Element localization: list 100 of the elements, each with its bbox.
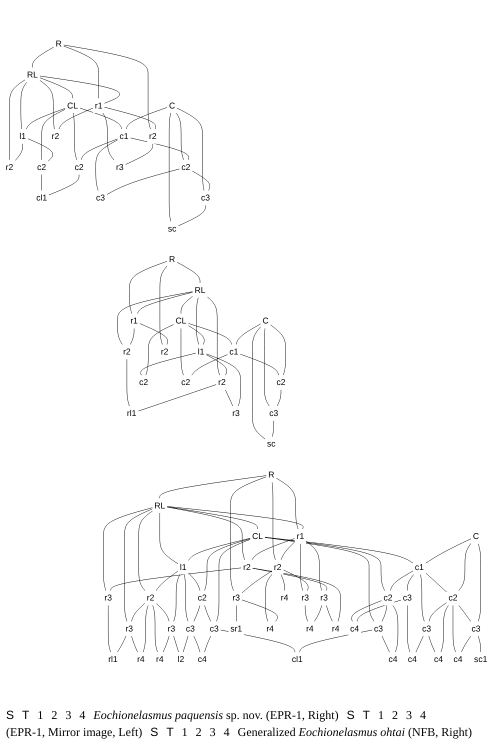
connector (130, 328, 134, 345)
node-text: c4 (453, 654, 462, 664)
node-text: R (169, 254, 176, 264)
connector (180, 296, 193, 314)
node-text: c3 (374, 624, 384, 634)
node-text: rl1 (126, 408, 136, 418)
connector (192, 170, 210, 192)
connector (230, 476, 267, 592)
connector (382, 605, 388, 622)
node-text: r4 (266, 624, 274, 634)
branching-diagram: R RL CL r1 C l1 r2 c1 r2 r2 c2 c2 r3 c2 cl1 c3 c3 sc R RL r1 CL C r2 r2 l1 c1 c2 c2 r2 c2 rl1 r3 c3 sc R RL CL r1 C l1 r2 r2 c1 r3 r2 c2 r3 r4 r3 r3 c2 c3 c2 r3 r3 c3 c3 sr1 r4 r4 r4 c4 c3 c3 c3 rl1 r4 r4 l2 c4 cl1 c4 c4 c4 c4 sc1 (0, 33, 493, 671)
connector (240, 354, 279, 376)
connector (32, 46, 54, 68)
connector (382, 636, 390, 653)
level-number: 3 (210, 725, 216, 740)
node-text: C (169, 100, 176, 110)
node-text: cl1 (36, 193, 48, 203)
connector (138, 384, 216, 412)
node-text: c3 (186, 624, 195, 634)
connector (117, 292, 193, 345)
connector (252, 568, 341, 622)
node-text: r2 (123, 347, 131, 356)
connector (126, 359, 130, 406)
connector (220, 630, 296, 653)
node-text: R (56, 39, 62, 49)
connector (129, 261, 168, 314)
node-text: c2 (139, 378, 148, 388)
connector (63, 46, 99, 99)
node-text: c2 (276, 378, 286, 388)
level-number: 4 (224, 725, 230, 740)
connector (40, 76, 120, 104)
node-text: RL (26, 70, 38, 80)
connector (173, 636, 179, 653)
node-text: c4 (388, 654, 398, 664)
axis-letter: T (362, 708, 370, 722)
connector (140, 323, 168, 345)
connector (276, 478, 298, 530)
connector (236, 324, 261, 345)
connector (207, 296, 220, 376)
node-text: c2 (37, 162, 46, 172)
connector (152, 605, 158, 653)
connector (280, 542, 295, 560)
level-number: 4 (420, 708, 426, 723)
node-text: r4 (306, 624, 314, 634)
node-text: CL (252, 532, 264, 542)
connector (306, 540, 322, 592)
connector (392, 605, 398, 653)
connector (188, 323, 232, 345)
node-text: r2 (160, 347, 168, 356)
connector (478, 636, 481, 653)
connector (252, 326, 266, 440)
connector (188, 538, 250, 561)
connector (180, 328, 184, 376)
connector (103, 508, 153, 592)
connector (264, 537, 374, 622)
connector (41, 109, 66, 160)
connector (440, 605, 449, 653)
connector (102, 112, 114, 161)
connector (168, 112, 171, 222)
connector (176, 112, 184, 160)
node-text: r3 (301, 593, 309, 603)
connector (426, 572, 447, 592)
node-text: r4 (332, 624, 340, 634)
connector (242, 570, 272, 594)
node-text: rl1 (108, 654, 118, 664)
connector (140, 353, 196, 376)
connector (125, 144, 154, 165)
connector (9, 80, 26, 160)
connector (196, 298, 200, 345)
connector (142, 605, 148, 653)
level-number: 2 (196, 725, 202, 740)
node-text: c4 (434, 654, 444, 664)
node-text: c3 (402, 593, 412, 603)
connector (428, 636, 436, 653)
connector (124, 508, 153, 622)
connector (176, 108, 204, 192)
connector (182, 636, 188, 653)
node-text: r3 (168, 624, 176, 634)
node-text: c2 (181, 162, 190, 172)
connector (242, 600, 278, 622)
node-text: l2 (178, 654, 184, 664)
connector (420, 574, 425, 622)
node-text: C (472, 532, 480, 542)
level-number: 1 (182, 725, 188, 740)
connector (160, 512, 178, 564)
connector (166, 506, 304, 530)
connector (264, 537, 414, 564)
level-number: 2 (392, 708, 398, 723)
level-number: 3 (65, 708, 72, 723)
axis-letter: T (166, 725, 174, 739)
node-text: c2 (448, 593, 458, 603)
level-number: 3 (406, 708, 412, 723)
panel-caption: Generalized Eochionelasmus ohtai (NFB, Right) (238, 725, 472, 740)
connector (270, 324, 286, 376)
node-text: c3 (200, 193, 210, 203)
connector (416, 636, 424, 653)
axis-letter: S (150, 725, 158, 739)
node-text: r2 (146, 593, 154, 603)
connector (176, 262, 200, 284)
connector (160, 476, 267, 499)
